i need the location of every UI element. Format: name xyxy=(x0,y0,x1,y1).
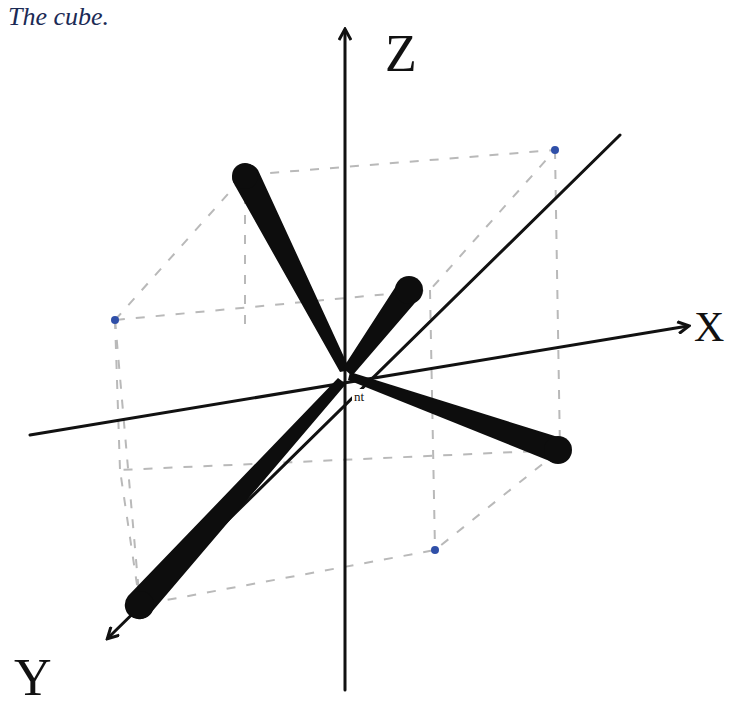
blue-dots xyxy=(111,146,559,554)
cube-edges xyxy=(115,150,560,605)
axis-label: Z xyxy=(385,28,417,80)
bonds xyxy=(125,163,572,619)
axis-label: X xyxy=(694,306,724,348)
title: The cube. xyxy=(8,4,109,30)
axes xyxy=(30,30,688,690)
axis-label: Y xyxy=(14,652,52,704)
center-note: nt xyxy=(352,389,366,404)
